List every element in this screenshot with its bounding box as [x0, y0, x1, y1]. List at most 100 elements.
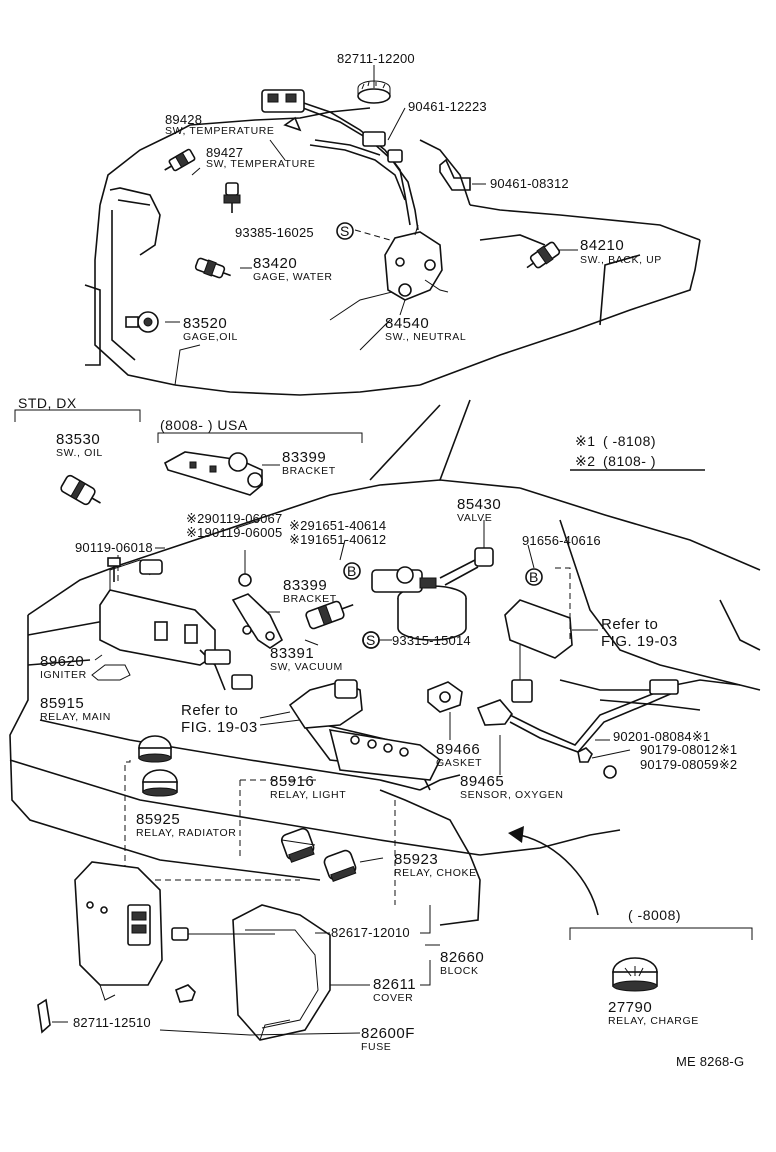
- legend-mark-1: ※1: [575, 433, 596, 449]
- part-name-85430: VALVE: [457, 512, 493, 524]
- part-number-82711-12510: 82711-12510: [73, 1015, 151, 1030]
- part-number-83420: 83420: [253, 255, 298, 272]
- part-number-93315-15014: 93315-15014: [392, 633, 471, 648]
- distributor-unit: [259, 679, 363, 729]
- bolt-90119-06018: [107, 557, 121, 582]
- wire-harness-top: [261, 89, 419, 231]
- part-name-89428: SW, TEMPERATURE: [165, 125, 275, 137]
- part-number-83391: 83391: [270, 645, 315, 662]
- part-name-82660: BLOCK: [440, 965, 479, 977]
- grommet-82711-12200: [357, 80, 391, 104]
- engine-transmission-outline: [84, 107, 701, 396]
- water-gage-sender: [194, 257, 231, 279]
- part-number-83530: 83530: [56, 431, 101, 448]
- terminal-82711-12510: [37, 998, 68, 1034]
- part-name-89620: IGNITER: [40, 669, 87, 681]
- group-label-usa: (8008- ) USA: [160, 417, 248, 433]
- symbol-s-93315: [362, 631, 380, 649]
- legend-range-1: ( -8108): [603, 433, 657, 449]
- relay-main: [138, 735, 172, 763]
- part-number-82617-12010: 82617-12010: [331, 925, 410, 940]
- part-number-83520: 83520: [183, 315, 228, 332]
- oxygen-sensor-nuts: [577, 739, 631, 779]
- part-number-89620: 89620: [40, 653, 85, 670]
- part-number-89427: 89427: [206, 145, 244, 160]
- part-number-84210: 84210: [580, 237, 625, 254]
- vacuum-switch: [305, 600, 354, 630]
- part-name-85923: RELAY, CHOKE: [394, 867, 477, 879]
- part-number-85430: 85430: [457, 496, 502, 513]
- part-name-83399-upper: BRACKET: [282, 465, 336, 477]
- group-label-charge: ( -8008): [628, 907, 682, 923]
- leader-lines-top: [165, 65, 578, 351]
- leader-lines-mid: [94, 519, 535, 775]
- part-number-90201-08084: 90201-08084※1: [613, 729, 711, 744]
- body-outline: [9, 399, 761, 926]
- part-number-83399-lower: 83399: [283, 577, 328, 594]
- part-number-85916: 85916: [270, 773, 315, 790]
- part-name-83399-lower: BRACKET: [283, 593, 337, 605]
- symbol-b-right: B: [529, 569, 539, 585]
- back-up-switch: [526, 241, 561, 269]
- refer-note-right-line2: FIG. 19-03: [601, 633, 678, 650]
- part-number-85925: 85925: [136, 811, 181, 828]
- usa-bracket: [157, 432, 363, 496]
- part-number-85915: 85915: [40, 695, 85, 712]
- part-number-85923: 85923: [394, 851, 439, 868]
- fuse-block-cover: [232, 904, 331, 1041]
- fuse-82617-12010: [171, 927, 275, 941]
- part-name-89427: SW, TEMPERATURE: [206, 158, 316, 170]
- part-name-83520: GAGE,OIL: [183, 331, 238, 343]
- part-number-290119-06067: ※290119-06067: [186, 511, 283, 526]
- gasket-symbol-s: [336, 222, 354, 240]
- leader-lines-bottom: [159, 905, 440, 1036]
- part-name-83420: GAGE, WATER: [253, 271, 333, 283]
- neutral-switch: [354, 224, 449, 301]
- part-number-84540: 84540: [385, 315, 430, 332]
- junction-block: [74, 861, 163, 1001]
- refer-note-left-line1: Refer to: [181, 702, 239, 719]
- symbol-s-93315: S: [366, 632, 376, 648]
- control-module-right: [504, 567, 598, 703]
- gasket-89466: [427, 681, 463, 740]
- curved-arrow: [508, 826, 599, 916]
- relay-dashed-leaders: [124, 760, 396, 905]
- part-number-93385-16025: 93385-16025: [235, 225, 314, 240]
- symbol-s-93385: S: [340, 223, 350, 239]
- part-number-82711-12200: 82711-12200: [337, 51, 415, 66]
- part-number-27790: 27790: [608, 999, 653, 1016]
- part-number-190119-06005: ※190119-06005: [186, 525, 283, 540]
- charge-relay-bracket: [569, 927, 753, 940]
- fuse-82600f: [175, 984, 196, 1003]
- part-number-89465: 89465: [460, 773, 505, 790]
- sheet-reference: ME 8268-G: [676, 1054, 745, 1069]
- legend-mark-2: ※2: [575, 453, 596, 469]
- relay-light: [280, 827, 315, 863]
- part-number-90461-08312: 90461-08312: [490, 176, 569, 191]
- igniter: [91, 555, 253, 691]
- temperature-switches: [164, 148, 241, 213]
- part-name-89466: GASKET: [436, 757, 483, 769]
- part-number-82611: 82611: [373, 976, 417, 993]
- relay-charge: [612, 957, 658, 992]
- part-number-89466: 89466: [436, 741, 481, 758]
- part-name-84540: SW., NEUTRAL: [385, 331, 467, 343]
- part-name-27790: RELAY, CHARGE: [608, 1015, 699, 1027]
- part-number-90461-12223: 90461-12223: [408, 99, 487, 114]
- part-number-191651-40612: ※191651-40612: [289, 532, 387, 547]
- refer-note-right-line1: Refer to: [601, 616, 659, 633]
- part-number-82600f: 82600F: [361, 1025, 415, 1042]
- part-number-90179-08012: 90179-08012※1: [640, 742, 738, 757]
- refer-note-left-line2: FIG. 19-03: [181, 719, 258, 736]
- part-number-89428: 89428: [165, 112, 203, 127]
- symbol-b-left: B: [347, 563, 357, 579]
- oil-gage-sender: [125, 311, 159, 333]
- oxygen-sensor: [476, 679, 679, 753]
- part-number-83399-upper: 83399: [282, 449, 327, 466]
- part-name-85916: RELAY, LIGHT: [270, 789, 347, 801]
- relay-radiator: [142, 769, 178, 797]
- group-label-std-dx: STD, DX: [18, 395, 77, 411]
- part-name-85915: RELAY, MAIN: [40, 711, 111, 723]
- part-name-89465: SENSOR, OXYGEN: [460, 789, 564, 801]
